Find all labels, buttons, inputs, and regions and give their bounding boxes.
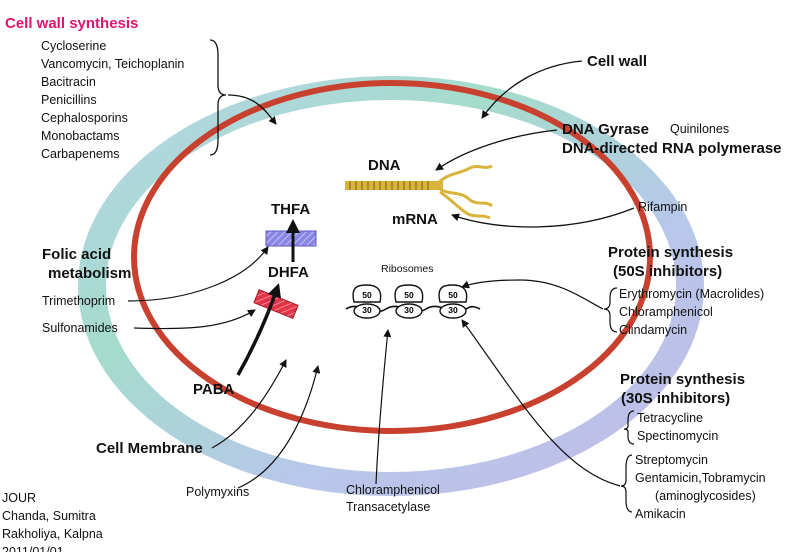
drug-label: Erythromycin (Macrolides) xyxy=(619,287,765,301)
drug-label: Carbapenems xyxy=(41,147,120,161)
paba-to-dhfa-arrow xyxy=(236,283,282,376)
citation-line: JOUR xyxy=(2,491,37,505)
drug-label: Gentamicin,Tobramycin xyxy=(635,471,766,485)
folic-acid-label-line2: metabolism xyxy=(48,265,132,282)
cell-wall-drugs-arrow xyxy=(227,94,277,125)
cell-wall-drugs-bracket xyxy=(209,39,227,156)
chloramphenicol-label-line2: Transacetylase xyxy=(346,500,431,514)
drug-label: Chloramphenicol xyxy=(619,305,713,319)
dna-gyrase-arrow xyxy=(435,129,558,171)
protein-30s-title-line2: (30S inhibitors) xyxy=(621,390,731,407)
citation-block: JOUR Chanda, Sumitra Rakholiya, Kalpna 2… xyxy=(2,489,103,552)
dna-gyrase-label: DNA Gyrase xyxy=(562,121,649,138)
drug-label: Streptomycin xyxy=(635,453,708,467)
mrna-label: mRNA xyxy=(392,211,438,228)
chloramphenicol-label-line1: Chloramphenicol xyxy=(346,483,440,497)
ribosomes-label: Ribosomes xyxy=(381,263,434,275)
cell-wall-label: Cell wall xyxy=(587,53,648,70)
folic-acid-label-line1: Folic acid xyxy=(42,246,112,263)
drug-label: Cycloserine xyxy=(41,39,107,53)
dna-strand xyxy=(345,164,493,220)
protein-50s-title-line2: (50S inhibitors) xyxy=(613,263,723,280)
protein-30s-bracket-2 xyxy=(620,454,633,513)
drug-label: (aminoglycosides) xyxy=(655,489,756,503)
drug-label: Amikacin xyxy=(635,507,686,521)
sulfonamides-label: Sulfonamides xyxy=(42,321,118,335)
protein-30s-arrow xyxy=(461,319,621,487)
ribosome-30-label: 30 xyxy=(448,305,458,315)
drug-label: Vancomycin, Teichoplanin xyxy=(41,57,185,71)
drug-label: Tetracycline xyxy=(637,411,703,425)
drug-label: Cephalosporins xyxy=(41,111,128,125)
chloramphenicol-arrow xyxy=(375,329,392,485)
dhfa-label: DHFA xyxy=(268,264,309,281)
sulfonamides-line xyxy=(133,309,256,330)
citation-line: Rakholiya, Kalpna xyxy=(2,527,103,541)
cell-wall-synthesis-title: Cell wall synthesis xyxy=(5,15,139,32)
polymyxins-label: Polymyxins xyxy=(186,485,250,499)
cell-wall-synthesis-drug-list: Cycloserine Vancomycin, Teichoplanin Bac… xyxy=(41,37,184,163)
cell-membrane-label: Cell Membrane xyxy=(96,440,203,457)
protein-30s-drug-list-2: Streptomycin Gentamicin,Tobramycin (amin… xyxy=(635,451,766,523)
polymyxins-arrow xyxy=(237,365,321,489)
cell-membrane-arrow xyxy=(211,359,287,449)
dna-label: DNA xyxy=(368,157,401,174)
thfa-label: THFA xyxy=(271,201,311,218)
protein-50s-arrow xyxy=(461,279,604,310)
drug-label: Clindamycin xyxy=(619,323,688,337)
protein-30s-title-line1: Protein synthesis xyxy=(620,371,746,388)
protein-50s-title-line1: Protein synthesis xyxy=(608,244,734,261)
rna-polymerase-label: DNA-directed RNA polymerase xyxy=(562,140,782,157)
cell-wall-arrow xyxy=(481,60,583,119)
ribosome-50-label: 50 xyxy=(404,290,414,300)
ribosome-30-label: 30 xyxy=(404,305,414,315)
drug-label: Monobactams xyxy=(41,129,120,143)
paba-label: PABA xyxy=(193,381,235,398)
protein-50s-bracket xyxy=(603,287,618,333)
cell-membrane-outline xyxy=(131,80,653,434)
protein-50s-drug-list: Erythromycin (Macrolides) Chloramphenico… xyxy=(619,285,764,339)
ribosome-50-label: 50 xyxy=(362,290,372,300)
ribosome-50-label: 50 xyxy=(448,290,458,300)
drug-label: Bacitracin xyxy=(41,75,96,89)
rifampin-arrow xyxy=(451,207,635,228)
protein-30s-drug-list-1: Tetracycline Spectinomycin xyxy=(637,409,718,445)
quinilones-label: Quinilones xyxy=(670,122,730,136)
citation-line: Chanda, Sumitra xyxy=(2,509,96,523)
thfa-enzyme-box xyxy=(265,230,317,247)
ribosomes-group xyxy=(345,284,481,319)
trimethoprim-line xyxy=(127,246,269,302)
trimethoprim-label: Trimethoprim xyxy=(42,294,116,308)
rifampin-label: Rifampin xyxy=(638,200,688,214)
ribosome-30-label: 30 xyxy=(362,305,372,315)
cell-wall-ring xyxy=(78,76,704,496)
citation-line: 2011/01/01 xyxy=(2,545,64,552)
drug-label: Spectinomycin xyxy=(637,429,719,443)
protein-30s-bracket-1 xyxy=(623,410,635,445)
drug-label: Penicillins xyxy=(41,93,97,107)
